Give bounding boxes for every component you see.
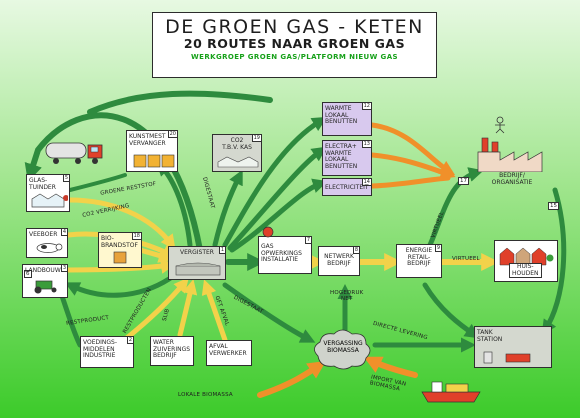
node-warmte-lokaal-benutten: 12 WARMTE LOKAAL BENUTTEN <box>322 102 372 136</box>
node-number: 5 <box>62 175 69 182</box>
node-label: VERGASSING BIOMASSA <box>323 340 363 354</box>
node-vergister: 1 VERGISTER <box>168 246 226 280</box>
node-label: WATER ZUIVERINGS BEDRIJF <box>153 339 191 359</box>
node-label: GLAS- TUINDER <box>29 177 56 191</box>
tractor-icon <box>34 280 57 294</box>
node-number: 2 <box>126 337 133 344</box>
node-energie-retail-bedrijf: 9 ENERGIE RETAIL- BEDRIJF <box>396 244 442 278</box>
node-vergassing-biomassa: VERGASSING BIOMASSA <box>308 326 376 372</box>
greenhouse-roof-icon <box>217 156 259 168</box>
node-label: WARMTE LOKAAL BENUTTEN <box>325 105 358 125</box>
houses-icon <box>499 247 554 266</box>
node-number: 8 <box>352 247 359 254</box>
node-huishouden: 10 HUIS- HOUDEN <box>494 240 558 282</box>
fertilizer-bags-icon <box>133 154 175 168</box>
person-icon <box>492 116 508 134</box>
cow-icon <box>36 243 63 253</box>
node-kunstmest-vervanger: 20 KUNSTMEST VERVANGER <box>126 130 178 172</box>
node-number: 9 <box>434 245 441 252</box>
node-number: 13 <box>361 141 371 148</box>
node-number: 19 <box>251 135 261 142</box>
greenhouse-icon <box>31 193 68 208</box>
flow-label-virtueel-mid: VIRTUEEL <box>452 256 480 262</box>
fuel-pump-icon <box>483 351 531 364</box>
node-electra-warmte-lokaal-benutten: 13 ELECTRA+ WARMTE LOKAAL BENUTTEN <box>322 140 372 176</box>
node-label: BEDRIJF/ ORGANISATIE <box>491 172 533 186</box>
gasifier-cloud-shape <box>314 329 371 370</box>
node-bedrijf-organisatie: 16 BEDRIJF/ ORGANISATIE <box>482 160 542 186</box>
fuel-can-icon <box>113 251 127 264</box>
node-number: 7 <box>304 237 311 244</box>
node-number: 14 <box>361 179 371 186</box>
node-co2-tbv-kas: 19 CO2 T.B.V. KAS <box>212 134 262 172</box>
node-number: 18 <box>131 233 141 240</box>
node-label: LANDBOUW <box>25 267 61 274</box>
node-label: VOEDINGS- MIDDELEN INDUSTRIE <box>83 339 118 359</box>
node-label: TANK STATION <box>477 329 503 343</box>
gas-tanker-truck-icon <box>44 137 106 167</box>
node-label: ELECTRICITEIT <box>325 184 369 191</box>
node-number: 12 <box>361 103 371 110</box>
gas-pressure-valve-icon <box>262 223 274 238</box>
node-number: 20 <box>167 131 177 138</box>
node-bio-brandstof: 18 BIO- BRANDSTOF <box>98 232 142 268</box>
route-badge-6: 6 <box>24 270 32 278</box>
node-glastuinder: 5 GLAS- TUINDER <box>26 174 70 212</box>
diagram-title: DE GROEN GAS - KETEN <box>165 16 424 38</box>
node-voedingsmiddelen-industrie: 2 VOEDINGS- MIDDELEN INDUSTRIE <box>80 336 134 368</box>
node-label: NETWERK BEDRIJF <box>324 253 354 267</box>
diagram-subtitle: 20 ROUTES NAAR GROEN GAS <box>183 36 406 51</box>
node-label: AFVAL VERWERKER <box>209 343 247 357</box>
flow-label-hogedruk-net: HOGEDRUK NET <box>330 290 364 302</box>
diagram-credit: WERKGROEP GROEN GAS/PLATFORM NIEUW GAS <box>191 53 398 61</box>
node-label: HUIS- HOUDEN <box>509 263 542 278</box>
node-label: KUNSTMEST VERVANGER <box>129 133 166 147</box>
node-netwerk-bedrijf: 8 NETWERK BEDRIJF <box>318 246 360 276</box>
flow-label-lokale-biomassa: LOKALE BIOMASSA <box>178 392 233 398</box>
route-badge-17: 17 <box>458 177 469 185</box>
node-number: 1 <box>218 247 225 254</box>
node-label: VERGISTER <box>180 249 214 256</box>
node-gas-opwerkings-installatie: 7 GAS OPWERKINGS INSTALLATIE <box>258 236 312 274</box>
digester-tank-icon <box>175 262 221 276</box>
node-label: ENERGIE RETAIL- BEDRIJF <box>405 247 433 267</box>
node-label: VEEBOER <box>29 231 58 238</box>
node-label: GAS OPWERKINGS INSTALLATIE <box>261 243 302 263</box>
title-box: DE GROEN GAS - KETEN 20 ROUTES NAAR GROE… <box>152 12 437 78</box>
route-badge-15: 15 <box>548 202 559 210</box>
node-electriciteit: 14 ELECTRICITEIT <box>322 178 372 196</box>
node-afval-verwerker: AFVAL VERWERKER <box>206 340 252 366</box>
node-landbouw: 3 LANDBOUW <box>22 264 68 298</box>
node-number: 3 <box>60 265 67 272</box>
node-label: ELECTRA+ WARMTE LOKAAL BENUTTEN <box>325 143 358 170</box>
node-water-zuiverings-bedrijf: WATER ZUIVERINGS BEDRIJF <box>150 336 194 366</box>
factory-icon <box>476 136 544 173</box>
node-label: BIO- BRANDSTOF <box>101 235 138 249</box>
cargo-ship-icon <box>420 370 484 404</box>
node-veeboer: 4 VEEBOER <box>26 228 68 258</box>
node-number: 4 <box>60 229 67 236</box>
node-label: CO2 T.B.V. KAS <box>222 137 252 151</box>
node-tankstation: TANK STATION <box>474 326 552 368</box>
